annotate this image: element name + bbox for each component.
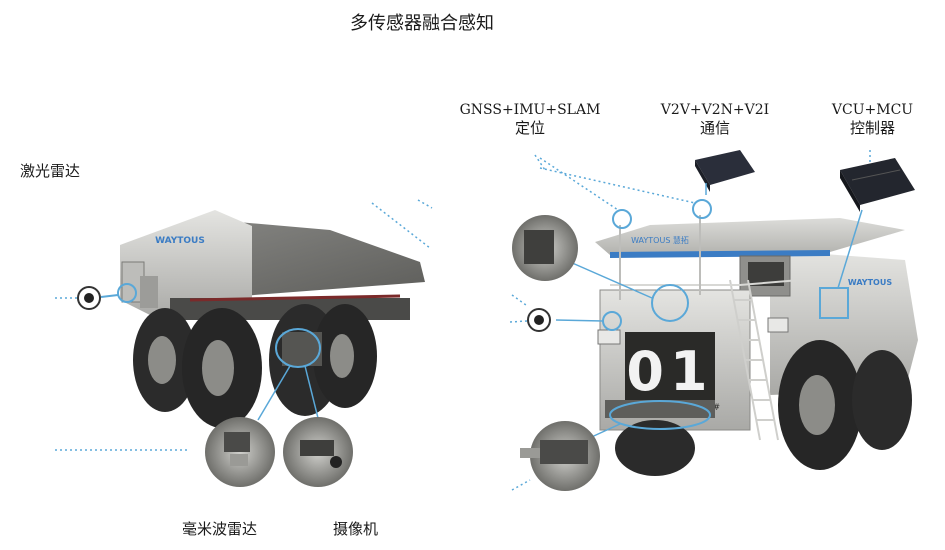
right-truck-ladder [729,279,779,441]
label-camera: 摄像机 [333,520,379,538]
label-mmwave-radar: 毫米波雷达 [182,520,258,538]
left-callouts [55,199,433,487]
bumper-sensor-callout-ellipse [609,400,711,430]
controller-device-image [840,158,915,212]
comm-device-image [695,150,755,192]
under-sensor-callout-ellipse [275,328,321,368]
right-truck-tire [852,350,912,450]
label-controller: VCU+MCU 控制器 [825,101,920,137]
controller-callout-box [819,287,849,319]
label-positioning-line1: GNSS+IMU+SLAM [459,102,601,118]
page-title: 多传感器融合感知 [350,13,494,34]
right-truck-number: 01 [626,340,713,403]
right-truck-number-panel [625,332,715,400]
label-positioning: GNSS+IMU+SLAM 定位 [455,101,605,137]
gnss-callout-circle-1 [612,209,632,229]
left-truck-illustration: WAYTOUS [120,210,425,428]
label-positioning-line2: 定位 [514,119,545,137]
right-truck-tire [615,420,695,476]
left-truck-brand: WAYTOUS [155,236,205,246]
label-communication-line2: 通信 [699,119,730,137]
right-truck-side-brand: WAYTOUS [848,278,892,287]
label-lidar: 激光雷达 [20,162,81,180]
right-truck-illustration: WAYTOUS 慧拓 WAYTOUS 01 2020# [595,215,918,476]
label-communication-line1: V2V+V2N+V2I [660,102,770,118]
label-communication: V2V+V2N+V2I 通信 [655,101,775,137]
right-truck-canopy [595,218,905,255]
label-controller-line1: VCU+MCU [831,102,914,118]
right-callouts [509,150,871,491]
right-truck-brand: WAYTOUS 慧拓 [631,235,689,245]
right-truck-bumper [605,400,715,418]
label-controller-line2: 控制器 [849,119,895,137]
cab-sensor-callout-circle [651,284,689,322]
gnss-callout-circle-2 [692,199,712,219]
lidar-callout-circle [117,283,137,303]
